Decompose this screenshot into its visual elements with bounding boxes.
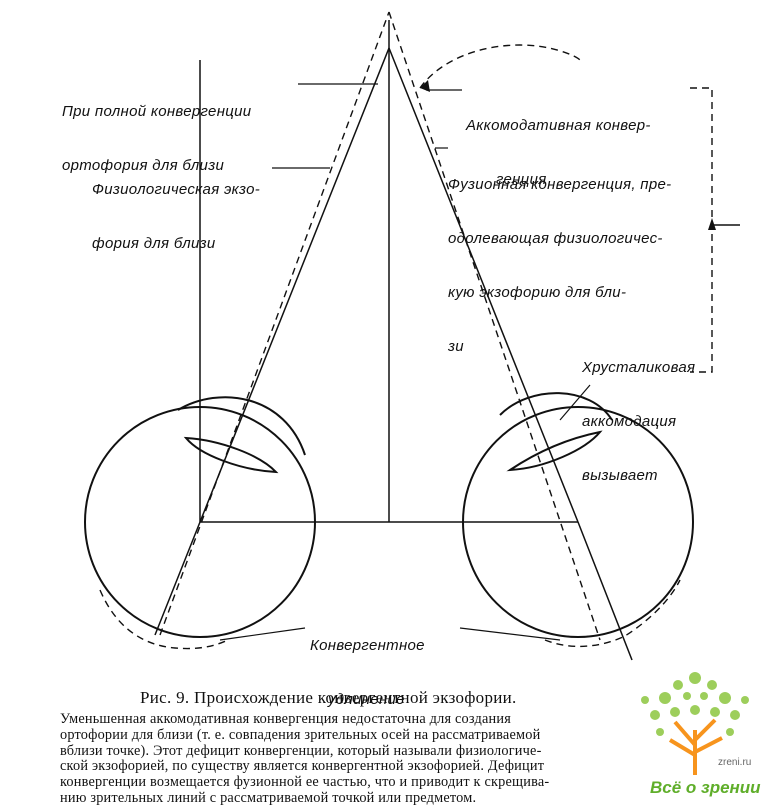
label-physiological-exophoria: Физиологическая экзо- фория для близи bbox=[92, 181, 261, 252]
right-bracket bbox=[690, 87, 713, 373]
label-accommodative-convergence: Аккомодативная конвер- генция bbox=[466, 117, 651, 188]
leader-lens bbox=[559, 384, 591, 421]
left-lens bbox=[183, 436, 279, 474]
figure-caption-body: Уменьшенная аккомодативная конвергенция … bbox=[60, 711, 700, 807]
left-cornea bbox=[177, 396, 306, 456]
label-lens-accommodation: Хрусталиковая аккомодация вызывает bbox=[582, 359, 696, 484]
bracket-arrow bbox=[708, 218, 716, 230]
leader-elongation-right bbox=[459, 627, 561, 641]
label-full-convergence: При полной конвергенции ортофория для бл… bbox=[62, 103, 252, 174]
tree-logo bbox=[641, 672, 749, 775]
left-axis-extension bbox=[154, 521, 201, 636]
right-axis-extension bbox=[577, 521, 633, 661]
left-visual-line bbox=[199, 47, 390, 523]
label-convergent-elongation: Конвергентное удлинение bbox=[310, 637, 425, 708]
caption-line: вблизи точке). Этот дефицит конвергенции… bbox=[60, 742, 542, 759]
right-lens bbox=[506, 430, 603, 472]
leader-elongation-left bbox=[219, 627, 306, 641]
right-orthophoria-line bbox=[388, 11, 601, 641]
left-eye-elongation bbox=[99, 589, 229, 650]
caption-line: ской экзофорией, по существу является ко… bbox=[60, 758, 545, 775]
arc-arrowhead bbox=[420, 80, 430, 92]
right-visual-line bbox=[388, 47, 579, 523]
figure-caption-title: Рис. 9. Происхождение конвергентной экзо… bbox=[140, 688, 517, 707]
caption-line: нию зрительных линий с рассматриваемой т… bbox=[60, 789, 477, 806]
right-cornea bbox=[499, 392, 613, 421]
caption-line: Уменьшенная аккомодативная конвергенция … bbox=[60, 711, 511, 727]
convergent-exophoria-diagram bbox=[84, 11, 740, 661]
site-url: zreni.ru bbox=[718, 757, 752, 768]
label-fusional-convergence: Фузионная конвергенция, пре- одолевающая… bbox=[448, 176, 672, 355]
brand-name: Всё о зрении bbox=[650, 778, 761, 797]
accommodation-arc bbox=[419, 44, 581, 89]
caption-line: ортофории для близи (т. е. совпадения зр… bbox=[60, 726, 541, 743]
left-orthophoria-line bbox=[159, 11, 390, 636]
caption-line: конвергенции возмещается фузионной ее ча… bbox=[60, 774, 550, 791]
